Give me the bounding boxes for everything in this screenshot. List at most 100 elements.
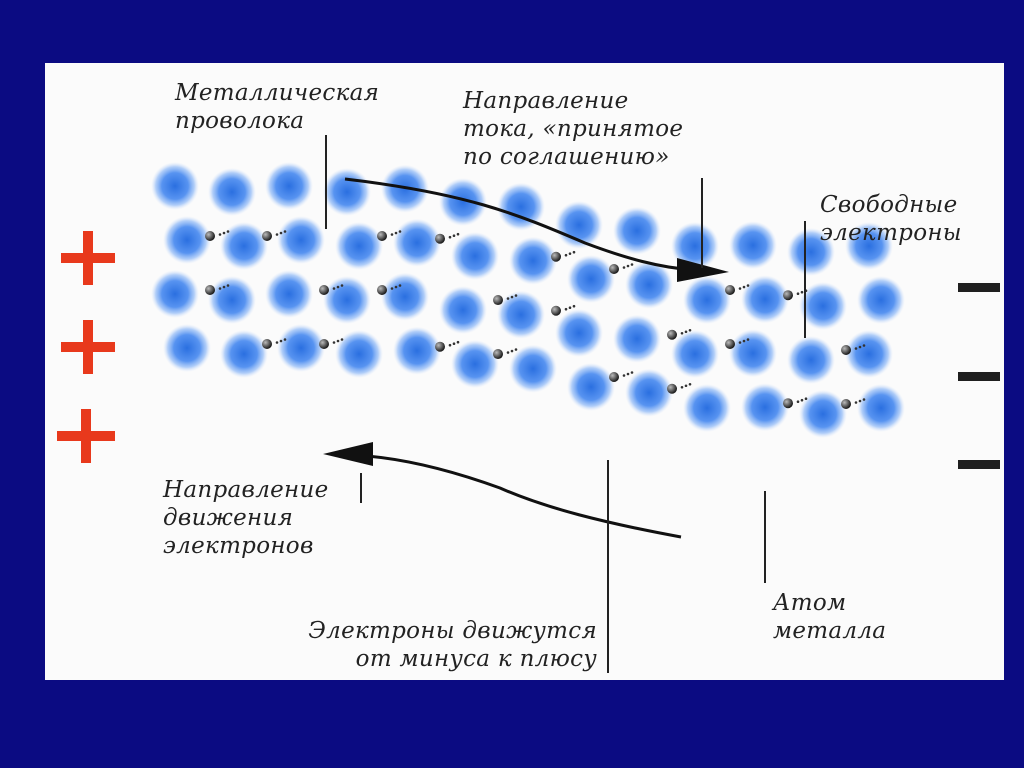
metal-atom-icon: [277, 324, 325, 372]
electron-icon: [609, 263, 634, 274]
electron-icon: [493, 294, 518, 306]
free-electrons-line: электроны: [820, 220, 962, 246]
metal-atom-icon: [799, 390, 847, 438]
metal-atom-icon: [857, 384, 905, 432]
free-electrons: [205, 230, 866, 409]
metal-atom-icon: [208, 168, 256, 216]
metal-atom-icon: [163, 324, 211, 372]
metal-atom-icon: [335, 330, 383, 379]
metal-atom-icon: [151, 162, 199, 210]
metal-atom-icon: [671, 222, 719, 271]
metal-atom-icon: [567, 362, 615, 411]
metal-atom-icon: [439, 286, 487, 335]
metal-atom-icon: [265, 270, 313, 318]
electron-icon: [725, 338, 750, 350]
metal-atom-icon: [845, 330, 893, 378]
minus-sign-icon: [958, 283, 1000, 292]
wire-label: Металлическая проволока: [175, 79, 379, 135]
current-label-line: Направление: [463, 88, 629, 114]
electron-direction-line: электронов: [163, 533, 314, 559]
plus-sign-icon: [57, 409, 115, 463]
electrons-move-label: Электроны движутся от минуса к плюсу: [273, 617, 597, 673]
electron-icon: [377, 230, 402, 242]
metal-atom-icon: [683, 384, 731, 433]
metal-atom-icon: [439, 178, 487, 227]
electron-direction-arrow: [352, 453, 682, 539]
electron-direction-line: движения: [163, 505, 294, 531]
arrowhead-icon: [323, 442, 373, 466]
electron-icon: [493, 348, 518, 360]
metal-atom-icon: [729, 221, 777, 270]
metal-atom-icon: [335, 222, 383, 271]
metal-atom-icon: [163, 216, 211, 264]
electron-direction-line: Направление: [163, 477, 329, 503]
electron-icon: [262, 230, 287, 241]
metal-atom-icon: [799, 282, 847, 330]
metal-atom-icon: [265, 162, 313, 210]
electron-icon: [435, 340, 460, 352]
metal-atom-icon: [683, 276, 731, 325]
electron-icon: [841, 398, 866, 409]
current-label-line: тока, «принятое: [463, 116, 684, 142]
metal-atom-icon: [741, 383, 789, 432]
metal-atom-icon: [509, 344, 557, 393]
metal-lattice: [151, 162, 905, 438]
electron-icon: [205, 284, 230, 295]
electron-icon: [667, 382, 692, 394]
metal-atom-icon: [497, 290, 545, 339]
minus-sign-icon: [958, 460, 1000, 469]
metal-atom-icon: [671, 330, 719, 379]
free-electrons-label: Свободные электроны: [820, 191, 962, 247]
electron-icon: [435, 232, 460, 244]
plus-sign-icon: [61, 231, 115, 285]
metal-atom-icon: [741, 275, 789, 324]
metal-atom-icon: [509, 236, 557, 285]
diagram-panel: Металлическая проволока Направление тока…: [45, 63, 1004, 680]
metal-atom-icon: [497, 182, 545, 231]
metal-atom-icon: [729, 329, 777, 378]
metal-atom-icon: [381, 272, 429, 321]
free-electrons-line: Свободные: [820, 192, 958, 218]
electron-icon: [205, 230, 230, 241]
wire-label-line: проволока: [175, 108, 305, 134]
wire-label-line: Металлическая: [175, 80, 380, 106]
electron-icon: [377, 284, 402, 296]
metal-atom-icon: [208, 276, 256, 324]
metal-atom-icon: [393, 218, 441, 267]
arrowhead-icon: [677, 258, 729, 282]
metal-atom-icon: [220, 330, 268, 378]
electron-direction-label: Направление движения электронов: [163, 476, 329, 560]
metal-atom-icon: [323, 276, 371, 325]
electron-icon: [609, 371, 634, 382]
electron-icon: [783, 397, 808, 409]
electron-icon: [319, 338, 344, 349]
metal-atom-icon: [277, 216, 325, 264]
metal-atom-label: Атом металла: [773, 589, 886, 645]
current-label-line: по соглашению»: [463, 144, 670, 170]
metal-atom-icon: [567, 254, 615, 303]
plus-sign-icon: [61, 320, 115, 374]
current-direction-arrow: [344, 177, 696, 272]
metal-atom-icon: [220, 222, 268, 270]
electron-icon: [319, 284, 344, 295]
metal-atom-icon: [787, 228, 835, 276]
metal-atom-icon: [393, 326, 441, 375]
metal-atom-icon: [787, 336, 835, 384]
metal-atom-icon: [613, 206, 661, 255]
metal-atom-icon: [555, 308, 603, 357]
metal-atom-icon: [451, 340, 499, 389]
minus-sign-icon: [958, 372, 1000, 381]
metal-atom-icon: [323, 168, 371, 217]
current-direction-label: Направление тока, «принятое по соглашени…: [463, 87, 683, 171]
metal-atom-line: металла: [773, 618, 887, 644]
metal-atom-icon: [625, 368, 673, 417]
electron-icon: [551, 304, 576, 316]
metal-atom-icon: [151, 270, 199, 318]
metal-atom-icon: [451, 232, 499, 281]
electron-icon: [667, 328, 692, 340]
electron-icon: [262, 338, 287, 349]
electron-icon: [725, 284, 750, 296]
metal-atom-icon: [857, 276, 905, 324]
metal-atom-icon: [625, 260, 673, 309]
electron-icon: [551, 250, 576, 262]
